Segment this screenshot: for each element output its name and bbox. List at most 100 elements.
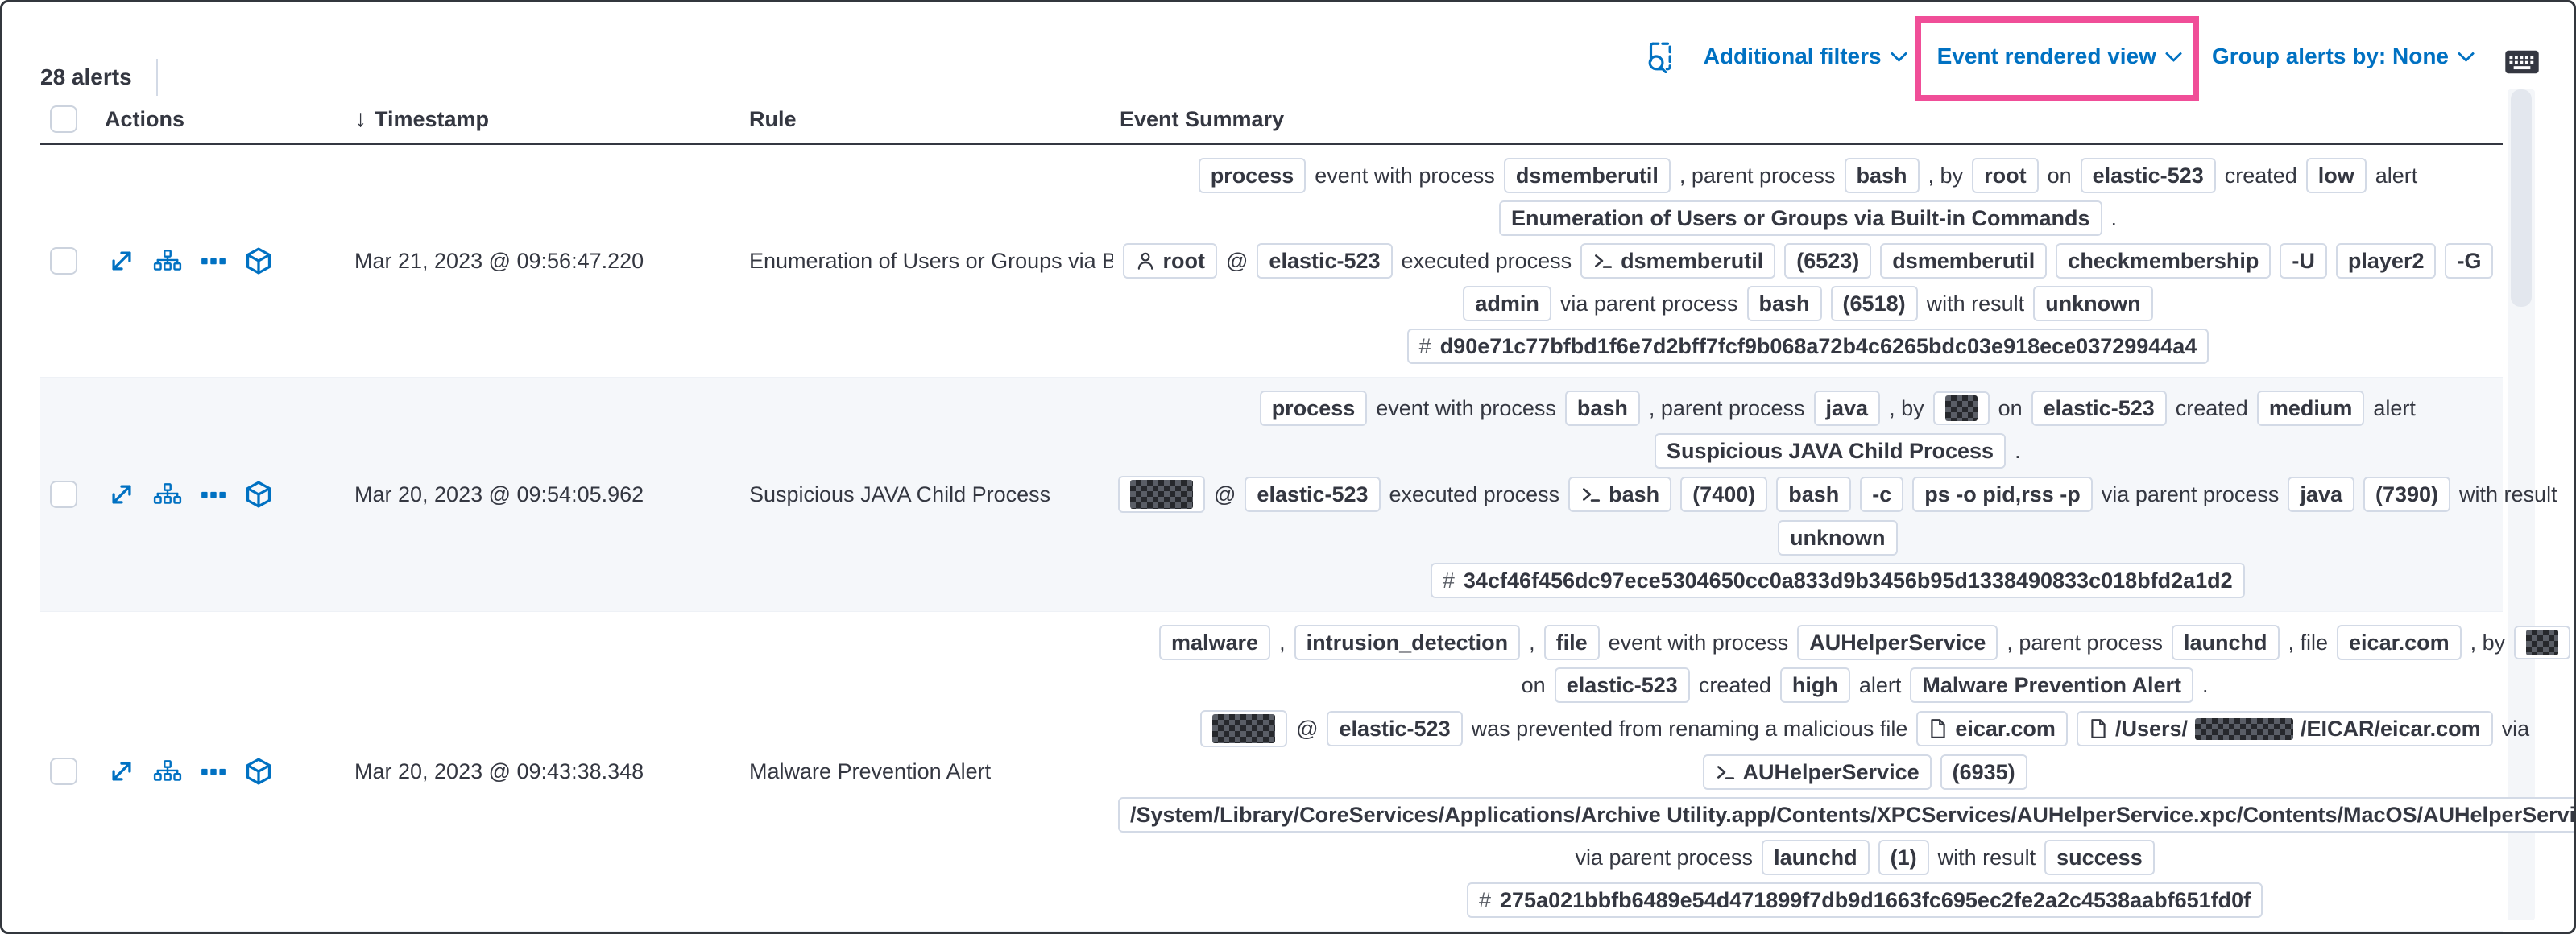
event-rendered-view-button[interactable]: Event rendered view [1937,43,2183,69]
event-field-badge[interactable]: java [1813,391,1881,426]
redacted-badge[interactable] [1118,476,1205,513]
event-field-badge[interactable]: ps -o pid,rss -p [1912,477,2093,512]
event-field-badge[interactable]: -c [1860,477,1904,512]
analyze-event-button[interactable] [153,481,182,508]
event-field-badge[interactable]: intrusion_detection [1294,625,1521,660]
event-field-badge[interactable]: /Users//EICAR/eicar.com [2076,711,2493,746]
event-field-badge[interactable]: bash [1844,158,1920,193]
event-field-badge[interactable]: process [1259,391,1368,426]
event-field-badge[interactable]: dsmemberutil [1580,243,1776,279]
event-field-badge[interactable]: admin [1463,286,1551,321]
event-field-badge[interactable]: dsmemberutil [1503,158,1671,193]
more-actions-button[interactable] [200,481,227,508]
alert-rule-link[interactable]: Malware Prevention Alert [749,759,992,783]
sort-descending-icon[interactable]: ↓ [354,105,367,132]
alert-checkbox[interactable] [50,481,77,508]
badge-text: (7400) [1692,482,1756,506]
expand-alert-button[interactable] [108,481,135,508]
investigate-in-timeline-button[interactable] [245,247,272,275]
event-field-badge[interactable]: low [2305,158,2367,193]
event-field-badge[interactable]: player2 [2335,243,2437,279]
summary-text: on [1998,396,2023,420]
event-field-badge[interactable]: launchd [1762,840,1870,875]
vertical-scrollbar[interactable] [2508,89,2535,920]
expand-alert-button[interactable] [108,247,135,275]
column-header-timestamp[interactable]: ↓ Timestamp [348,105,743,133]
event-field-badge[interactable]: elastic-523 [1245,477,1381,512]
more-actions-button[interactable] [200,758,227,785]
event-field-badge[interactable]: dsmemberutil [1880,243,2048,279]
event-field-badge[interactable]: medium [2256,391,2365,426]
event-field-badge[interactable]: (6518) [1830,286,1918,321]
select-all-checkbox[interactable] [50,105,77,133]
event-field-badge[interactable]: Enumeration of Users or Groups via Built… [1498,200,2102,236]
redacted-badge[interactable] [1932,391,1990,425]
event-field-badge[interactable]: elastic-523 [1257,243,1393,279]
more-actions-button[interactable] [200,247,227,275]
event-field-badge[interactable]: elastic-523 [2080,158,2216,193]
event-field-badge[interactable]: elastic-523 [2031,391,2167,426]
redacted-badge[interactable] [1200,710,1288,747]
utility-bar: 28 alerts [40,59,158,96]
column-header-rule[interactable]: Rule [743,107,1113,132]
event-field-badge[interactable]: eicar.com [1916,711,2068,746]
event-field-badge[interactable]: root [1972,158,2039,193]
investigate-in-timeline-button[interactable] [245,758,272,785]
event-field-badge[interactable]: launchd [2171,625,2280,660]
event-field-badge[interactable]: /System/Library/CoreServices/Application… [1118,797,2574,833]
event-field-badge[interactable]: (6523) [1784,243,1872,279]
alert-rule-link[interactable]: Suspicious JAVA Child Process [749,482,1051,506]
analyze-event-button[interactable] [153,247,182,275]
redacted-content [1130,480,1193,509]
event-field-badge[interactable]: elastic-523 [1327,711,1463,746]
event-field-badge[interactable]: process [1198,158,1307,193]
event-field-badge[interactable]: (7400) [1680,477,1768,512]
event-field-badge[interactable]: bash [1568,477,1672,512]
event-field-badge[interactable]: file [1543,625,1600,660]
alerts-table: Actions ↓ Timestamp Rule Event Summary M… [40,96,2574,932]
summary-text: event with process [1376,396,1556,420]
event-field-badge[interactable]: elastic-523 [1554,667,1690,703]
scrollbar-thumb[interactable] [2511,89,2532,307]
badge-text: bash [1576,396,1628,420]
event-field-badge[interactable]: -U [2280,243,2327,279]
analyze-event-button[interactable] [153,758,182,785]
additional-filters-button[interactable]: Additional filters [1704,43,1907,69]
alert-checkbox[interactable] [50,247,77,275]
summary-text: , by [2470,630,2506,655]
event-field-badge[interactable]: unknown [2033,286,2153,321]
event-field-badge[interactable]: #275a021bbfb6489e54d471899f7db9d1663fc69… [1466,882,2263,918]
event-field-badge[interactable]: #34cf46f456dc97ece5304650cc0a833d9b3456b… [1430,563,2245,598]
expand-alert-button[interactable] [108,758,135,785]
event-field-badge[interactable]: malware [1159,625,1271,660]
summary-text: event with process [1315,163,1495,188]
event-field-badge[interactable]: success [2044,840,2155,875]
group-alerts-by-button[interactable]: Group alerts by: None [2212,43,2475,69]
event-field-badge[interactable]: Malware Prevention Alert [1910,667,2193,703]
event-field-badge[interactable]: (7390) [2363,477,2451,512]
event-field-badge[interactable]: #d90e71c77bfbd1f6e7d2bff7fcf9b068a72b4c6… [1406,329,2209,364]
event-field-badge[interactable]: AUHelperService [1702,754,1932,790]
event-field-badge[interactable]: AUHelperService [1797,625,1998,660]
event-field-badge[interactable]: checkmembership [2056,243,2272,279]
investigate-in-timeline-button[interactable] [245,481,272,508]
event-field-badge[interactable]: -G [2445,243,2494,279]
event-field-badge[interactable]: bash [1746,286,1822,321]
event-field-badge[interactable]: root [1122,243,1217,279]
event-field-badge[interactable]: java [2288,477,2354,512]
event-field-badge[interactable]: (1) [1878,840,1929,875]
event-field-badge[interactable]: bash [1564,391,1640,426]
event-field-badge[interactable]: bash [1776,477,1852,512]
badge-text: unknown [2045,291,2141,316]
redacted-badge[interactable] [2514,626,2571,659]
alert-checkbox[interactable] [50,758,77,785]
event-field-badge[interactable]: Suspicious JAVA Child Process [1654,433,2007,469]
keyboard-shortcuts-button[interactable] [2504,48,2540,76]
event-field-badge[interactable]: (6935) [1940,754,2027,790]
event-field-badge[interactable]: eicar.com [2337,625,2462,660]
event-field-badge[interactable]: unknown [1778,520,1898,556]
alert-rule-link[interactable]: Enumeration of Users or Groups via Bui [749,249,1113,273]
inspect-button[interactable] [1642,39,1676,73]
badge-text: Malware Prevention Alert [1922,673,2181,697]
event-field-badge[interactable]: high [1779,667,1850,703]
